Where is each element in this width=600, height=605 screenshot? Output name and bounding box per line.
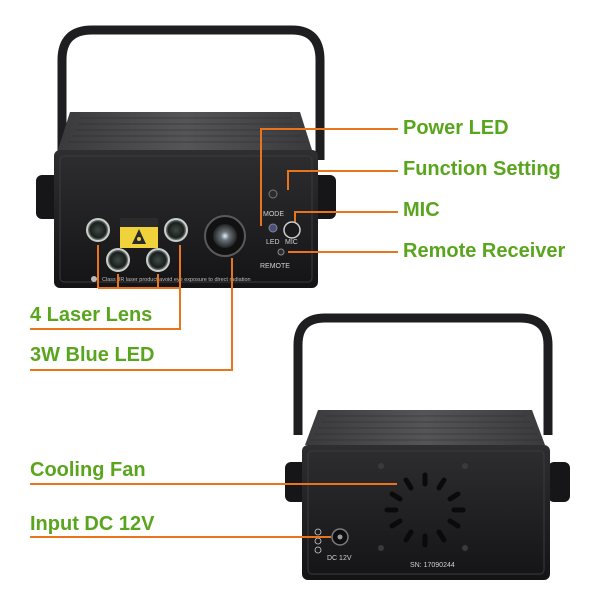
laser-lens (146, 248, 170, 272)
serial-number: SN: 17090244 (410, 562, 455, 569)
device-handle (57, 25, 325, 160)
remote-label: REMOTE (260, 263, 290, 270)
device-handle (293, 313, 553, 435)
laser-lens-group (86, 218, 188, 272)
laser-lens (106, 248, 130, 272)
callout-mic: MIC (403, 199, 440, 221)
callout-line-mic (294, 211, 398, 222)
laser-lens (164, 218, 188, 242)
side-knob-right (548, 462, 570, 502)
dc-jack-pin (337, 534, 343, 540)
callout-laser-lens: 4 Laser Lens (30, 304, 153, 326)
remote-receiver (277, 248, 285, 256)
device-front-view: MODE LED MIC REMOTE Class 3R laser produ… (36, 25, 336, 288)
power-led-indicator (268, 223, 278, 233)
mode-label: MODE (263, 211, 284, 218)
mode-button[interactable] (268, 189, 278, 199)
callout-line-blue-led (30, 258, 233, 371)
screw (378, 463, 384, 469)
laser-warning-icon (120, 218, 158, 248)
dc-label: DC 12V (327, 555, 352, 562)
callout-input-dc: Input DC 12V (30, 513, 155, 535)
device-top-surface (58, 112, 312, 150)
mic-port (283, 221, 301, 239)
device-rear-view: DC 12V SN: 17090244 (285, 313, 570, 580)
front-panel-border (59, 155, 313, 283)
callout-power-led: Power LED (403, 117, 509, 139)
callout-function-setting: Function Setting (403, 158, 561, 180)
sunburst-icon (91, 276, 97, 282)
screw (462, 545, 468, 551)
device-rear-panel (302, 445, 550, 580)
blue-led-lens (213, 224, 237, 248)
callout-blue-led: 3W Blue LED (30, 344, 155, 366)
callout-line-laser-lens (30, 245, 181, 330)
callout-line-function-setting (287, 170, 398, 190)
led-label: LED (266, 239, 280, 246)
callout-lines (30, 128, 398, 538)
polarity-icon (314, 528, 322, 554)
laser-warning-text: Class 3R laser product avoid eye exposur… (102, 277, 251, 283)
callout-cooling-fan: Cooling Fan (30, 459, 146, 481)
callout-remote-receiver: Remote Receiver (403, 240, 566, 262)
laser-lens (86, 218, 110, 242)
callout-line-power-led (260, 128, 398, 226)
mic-label: MIC (285, 239, 298, 246)
screw (378, 545, 384, 551)
side-knob-left (285, 462, 307, 502)
device-top-surface (305, 410, 545, 445)
screw (462, 463, 468, 469)
cooling-fan-vent (384, 472, 466, 548)
rear-panel-border (307, 450, 545, 575)
